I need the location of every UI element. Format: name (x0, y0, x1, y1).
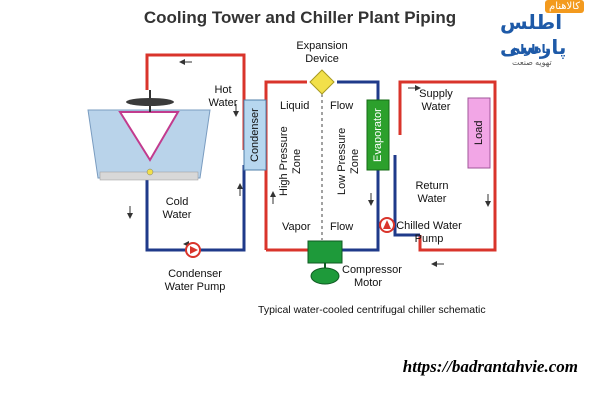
website-link[interactable]: https://badrantahvie.com (402, 357, 578, 376)
condenser-water-pump (185, 242, 201, 258)
supply-water-label: Supply Water (419, 88, 453, 113)
compressor-motor (310, 267, 340, 285)
hot-water-label: Hot Water (208, 84, 238, 109)
cooling-tower (87, 90, 211, 181)
condenser-water-pump-label: Condenser Water Pump (164, 268, 226, 293)
return-water-label: Return Water (415, 180, 449, 205)
condenser-box (243, 99, 267, 171)
high-pressure-zone-label: High Pressure Zone (278, 126, 303, 196)
diagram-title: Cooling Tower and Chiller Plant Piping (143, 8, 457, 27)
logo-badge: کالاهنام (545, 0, 585, 13)
cold-water-label: Cold Water (162, 196, 192, 221)
flow-bottom-label: Flow (330, 221, 354, 233)
load-box (467, 97, 491, 169)
diagram-caption: Typical water-cooled centrifugal chiller… (258, 304, 486, 316)
expansion-device-label: Expansion Device (296, 40, 348, 65)
load-label: Load (473, 120, 485, 146)
logo-tagline: تهویه صنعت (512, 58, 552, 67)
chilled-water-pump-label: Chilled Water Pump (396, 220, 462, 245)
evaporator-label: Evaporator (372, 108, 384, 162)
logo-text: اطلس پارسی (500, 12, 567, 59)
condenser-label: Condenser (249, 108, 261, 162)
logo-subtitle: باداران (510, 42, 551, 56)
evaporator-box (366, 99, 390, 171)
chilled-supply-pipe (398, 80, 497, 252)
compressor (307, 240, 343, 264)
compressor-motor-label: Compressor Motor (342, 264, 402, 289)
chilled-return-pipe (393, 155, 420, 237)
chilled-water-pump (379, 217, 395, 233)
expansion-device (309, 69, 335, 95)
refrigerant-high-pressure-pipe (264, 80, 307, 250)
liquid-label: Liquid (280, 100, 310, 112)
vapor-label: Vapor (282, 221, 311, 233)
flow-top-label: Flow (330, 100, 354, 112)
low-pressure-zone-label: Low Pressure Zone (336, 127, 361, 195)
